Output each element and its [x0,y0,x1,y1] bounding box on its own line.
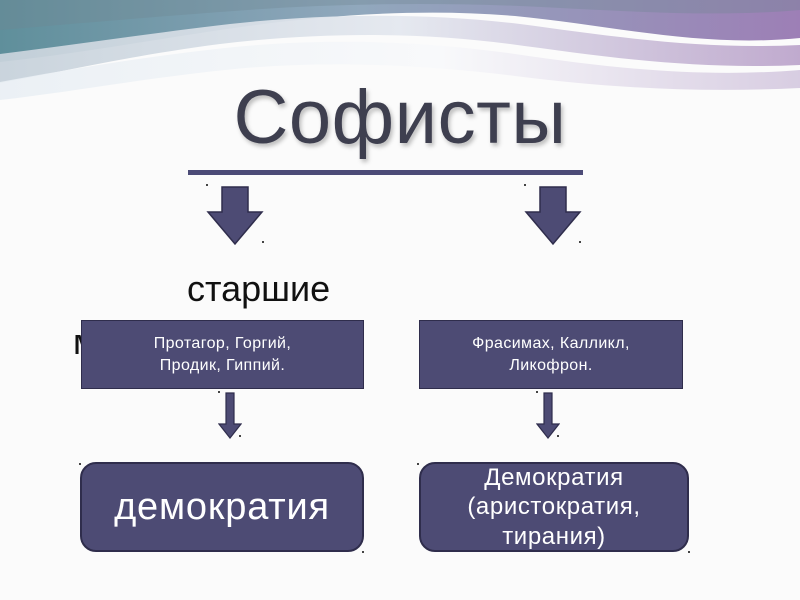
decorative-dot [417,463,419,465]
senior-sophists-label: старшие [187,268,331,309]
junior-sophists-names-line-2: Ликофрон. [509,356,593,374]
decorative-dot [536,391,538,393]
result-line-3: тирания) [502,522,606,550]
page-title: Софисты [233,75,567,160]
democracy-result-box: демократия [80,462,364,552]
democracy-aristocracy-tyranny-text: Демократия (аристократия, тирания) [467,463,640,551]
result-line-2: (аристократия, [467,493,641,521]
senior-sophists-names-line-2: Продик, Гиппий. [159,356,286,374]
decorative-dot [239,435,241,437]
junior-sophists-names: Фрасимах, Калликл, Ликофрон. [472,333,630,376]
decorative-dot [218,391,220,393]
decorative-dot [579,241,581,243]
decorative-dot [362,551,364,553]
decorative-dot [688,551,690,553]
down-arrow-icon [536,392,560,440]
decorative-dot [524,184,526,186]
decorative-dot [79,463,81,465]
senior-sophists-names-line-1: Протагор, Горгий, [153,334,292,352]
democracy-result-label: демократия [114,485,330,528]
result-line-1: Демократия [484,464,624,492]
decorative-wave-header [0,0,800,100]
junior-sophists-names-line-1: Фрасимах, Калликл, [472,334,630,352]
decorative-dot [206,184,208,186]
senior-sophists-names: Протагор, Горгий, Продик, Гиппий. [154,333,292,376]
democracy-aristocracy-tyranny-box: Демократия (аристократия, тирания) [419,462,689,552]
down-arrow-icon [218,392,242,440]
down-arrow-icon [206,186,264,246]
junior-sophists-box: Фрасимах, Калликл, Ликофрон. [419,320,683,389]
decorative-dot [557,435,559,437]
title-underline [188,170,583,175]
down-arrow-icon [524,186,582,246]
decorative-dot [262,241,264,243]
senior-sophists-box: Протагор, Горгий, Продик, Гиппий. [81,320,364,389]
